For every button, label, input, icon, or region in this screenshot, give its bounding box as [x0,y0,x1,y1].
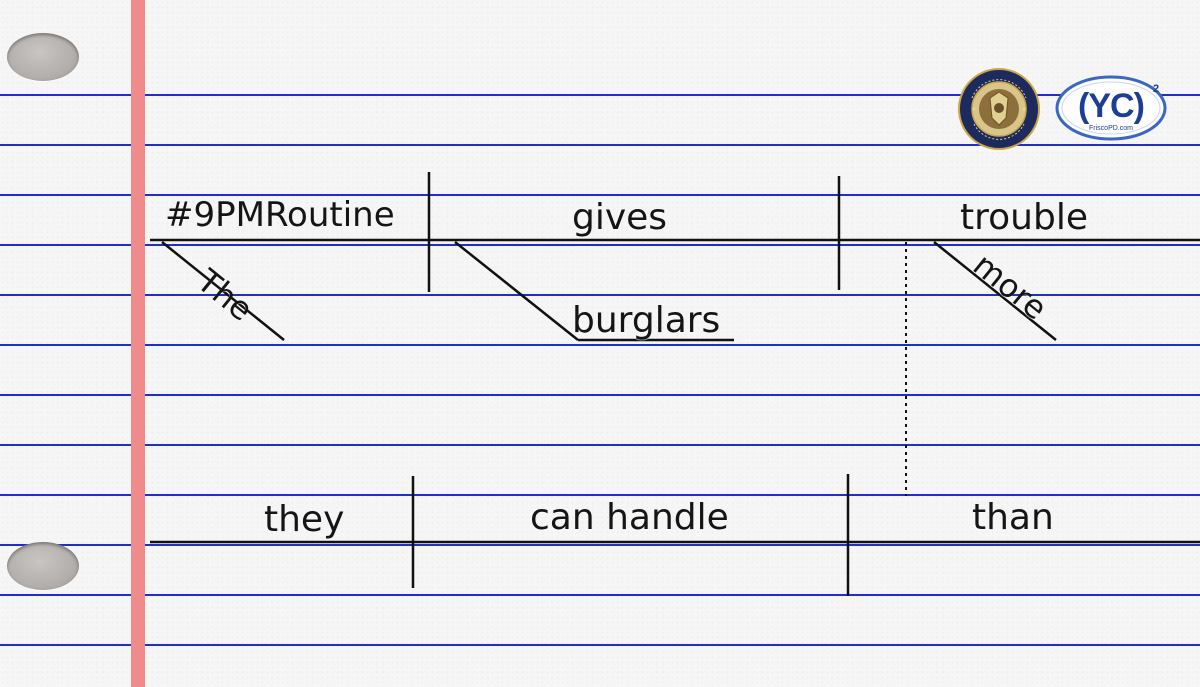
yc-logo-mark: (YC) [1078,87,1145,125]
binder-hole-top [7,33,79,81]
rule-line [0,294,1200,296]
rule-line [0,144,1200,146]
rule-line [0,344,1200,346]
yc-logo: (YC) 2 FriscoPD.com [1055,75,1167,141]
rule-line [0,94,1200,96]
yc-logo-superscript: 2 [1153,83,1160,95]
police-department-badge-logo [958,68,1040,150]
diagram-word-indirect-object: burglars [572,300,721,341]
diagram-word-connector: than [972,497,1054,538]
rule-line [0,644,1200,646]
diagram-word-subject: #9PMRoutine [165,195,395,235]
rule-line [0,494,1200,496]
rule-line [0,594,1200,596]
rule-line [0,394,1200,396]
binder-hole-bottom [7,542,79,590]
yc-logo-url: FriscoPD.com [1089,125,1133,132]
diagram-word-clause-verb: can handle [530,497,729,538]
rule-line [0,244,1200,246]
diagram-word-clause-subject: they [264,499,345,540]
margin-line [131,0,145,687]
diagram-word-direct-object: trouble [960,197,1088,238]
rule-line [0,544,1200,546]
diagram-word-verb: gives [572,197,668,238]
rule-line [0,194,1200,196]
rule-line [0,444,1200,446]
